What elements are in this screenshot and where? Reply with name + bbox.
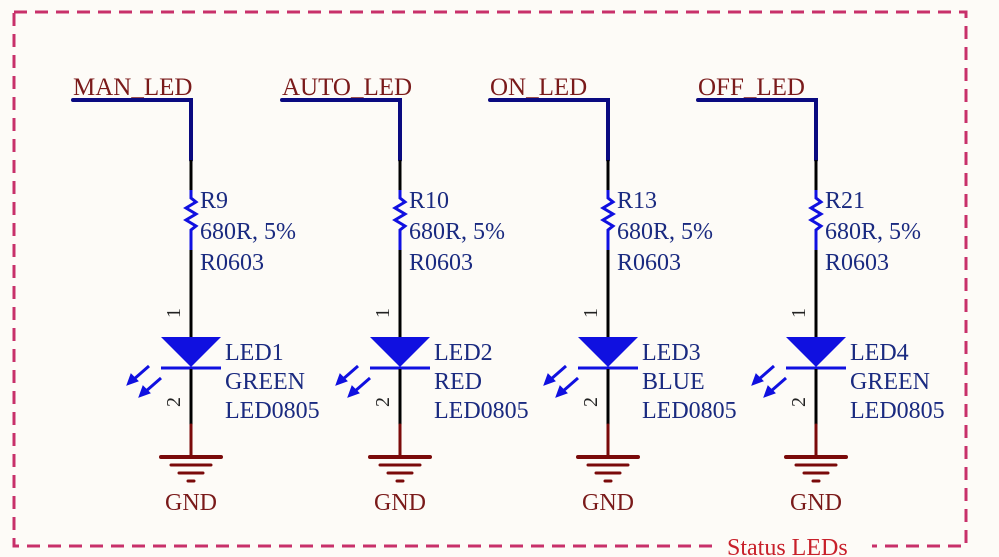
resistor-footprint: R0603 [200,250,264,276]
led-ref: LED1 [225,340,284,366]
ground-label: GND [790,490,842,516]
pin-number: 2 [163,397,185,407]
ground-label: GND [165,490,217,516]
pin-number: 2 [580,397,602,407]
pin-number: 1 [788,308,810,318]
led-symbol [370,337,430,367]
led-symbol [161,337,221,367]
led-ref: LED3 [642,340,701,366]
resistor-value: 680R, 5% [617,219,713,245]
led-symbol [578,337,638,367]
pin-number: 1 [372,308,394,318]
light-emission-icon [543,364,579,398]
resistor-ref: R10 [409,188,449,214]
led-ref: LED4 [850,340,909,366]
resistor-symbol [600,190,616,250]
ground-icon [576,423,640,483]
led-footprint: LED0805 [225,398,320,424]
led-ref: LED2 [434,340,493,366]
resistor-symbol [808,190,824,250]
led-color: GREEN [850,369,930,395]
resistor-footprint: R0603 [825,250,889,276]
resistor-value: 680R, 5% [200,219,296,245]
ground-icon [368,423,432,483]
pin-number: 1 [163,308,185,318]
resistor-symbol [392,190,408,250]
resistor-ref: R21 [825,188,865,214]
led-color: BLUE [642,369,705,395]
light-emission-icon [751,364,787,398]
pin-number: 2 [788,397,810,407]
led-symbol [786,337,846,367]
sheet-title: Status LEDs [727,535,848,557]
resistor-value: 680R, 5% [825,219,921,245]
resistor-value: 680R, 5% [409,219,505,245]
light-emission-icon [335,364,371,398]
pin-number: 2 [372,397,394,407]
light-emission-icon [126,364,162,398]
resistor-ref: R13 [617,188,657,214]
net-wire [696,98,818,162]
led-color: RED [434,369,482,395]
ground-icon [784,423,848,483]
sheet-border [12,10,968,548]
net-wire [71,98,193,162]
resistor-footprint: R0603 [617,250,681,276]
resistor-footprint: R0603 [409,250,473,276]
led-footprint: LED0805 [642,398,737,424]
ground-icon [159,423,223,483]
led-footprint: LED0805 [434,398,529,424]
ground-label: GND [582,490,634,516]
resistor-ref: R9 [200,188,228,214]
ground-label: GND [374,490,426,516]
net-label: OFF_LED [698,74,805,101]
net-wire [488,98,610,162]
pin-number: 1 [580,308,602,318]
net-label: ON_LED [490,74,587,101]
net-wire [280,98,402,162]
net-label: MAN_LED [73,74,192,101]
led-color: GREEN [225,369,305,395]
net-label: AUTO_LED [282,74,412,101]
resistor-symbol [183,190,199,250]
led-footprint: LED0805 [850,398,945,424]
